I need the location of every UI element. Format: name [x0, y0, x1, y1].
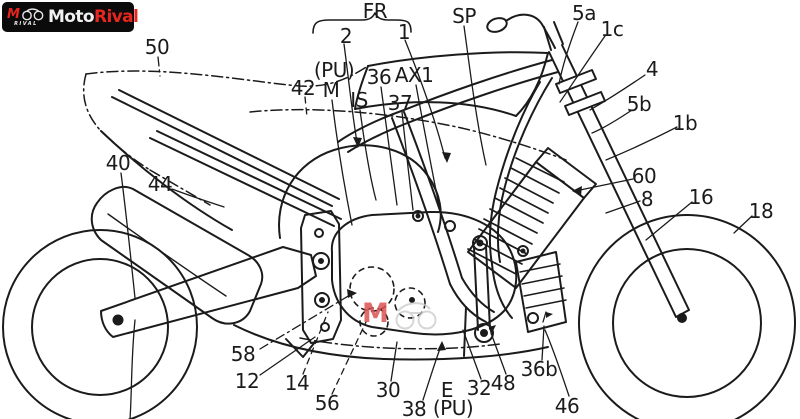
- part-label-pu: (PU): [313, 58, 355, 82]
- part-label-58: 58: [230, 342, 256, 366]
- part-label-46: 46: [554, 394, 580, 418]
- emblem-letter-m: M: [7, 6, 20, 22]
- part-label-60: 60: [631, 164, 657, 188]
- part-label-44: 44: [147, 172, 173, 196]
- fuel-tank: [354, 51, 549, 117]
- belly-pan: [233, 306, 549, 361]
- part-label-5a: 5a: [572, 1, 596, 25]
- front-fork: [548, 44, 690, 318]
- part-label-4: 4: [645, 57, 659, 81]
- part-label-12: 12: [234, 369, 260, 393]
- leader-arrowheads: [347, 137, 582, 351]
- part-label-1c: 1c: [600, 17, 624, 41]
- part-label-2: 2: [339, 24, 353, 48]
- part-label-is: IS: [350, 88, 368, 112]
- part-label-18: 18: [748, 199, 774, 223]
- motorival-logo[interactable]: M RIVAL MotoRival: [2, 2, 139, 32]
- part-label-50: 50: [144, 35, 170, 59]
- part-label-sp: SP: [452, 4, 476, 28]
- part-label-5b: 5b: [626, 92, 652, 116]
- motorival-emblem-icon: M RIVAL: [7, 8, 45, 27]
- emblem-subtext: RIVAL: [14, 20, 38, 27]
- swingarm: [100, 210, 342, 344]
- handlebar: [486, 13, 564, 51]
- airbox: [278, 144, 442, 239]
- part-label-32: 32: [466, 376, 492, 400]
- part-label-8: 8: [640, 187, 654, 211]
- engine-crankcase: [330, 210, 529, 337]
- wordmark-rival: Rival: [93, 6, 139, 27]
- part-label-14: 14: [284, 371, 310, 395]
- part-label-fr: FR: [362, 0, 388, 23]
- watermark: M: [362, 298, 389, 329]
- engine-cylinder: [467, 147, 597, 289]
- part-label-42: 42: [290, 76, 316, 100]
- part-label-30: 30: [375, 378, 401, 402]
- wordmark-moto: Moto: [47, 6, 95, 27]
- front-wheel: [578, 214, 796, 419]
- emblem-wheels-icon: [22, 7, 44, 20]
- part-label-38: 38: [401, 397, 427, 419]
- part-label-pu: (PU): [432, 396, 474, 419]
- part-label-56: 56: [314, 391, 340, 415]
- part-label-1b: 1b: [672, 111, 698, 135]
- part-label-m: M: [322, 78, 340, 102]
- watermark-moto-icon: [395, 302, 437, 330]
- watermark-letter: M: [362, 298, 389, 329]
- part-label-e: E: [440, 378, 454, 402]
- motorival-wordmark: MotoRival: [47, 6, 139, 27]
- part-label-1: 1: [397, 20, 411, 44]
- exhaust-rib-unit: [515, 251, 567, 333]
- part-label-40: 40: [105, 151, 131, 175]
- rear-wheel: [2, 229, 198, 419]
- seat-rails: [111, 89, 342, 227]
- part-label-48: 48: [490, 371, 516, 395]
- part-label-36b: 36b: [520, 357, 558, 381]
- part-label-ax1: AX1: [394, 63, 434, 87]
- fr-brace: [312, 12, 412, 34]
- leader-lines: [120, 21, 753, 419]
- part-label-16: 16: [688, 185, 714, 209]
- part-label-36: 36: [366, 65, 392, 89]
- part-label-37: 37: [387, 91, 413, 115]
